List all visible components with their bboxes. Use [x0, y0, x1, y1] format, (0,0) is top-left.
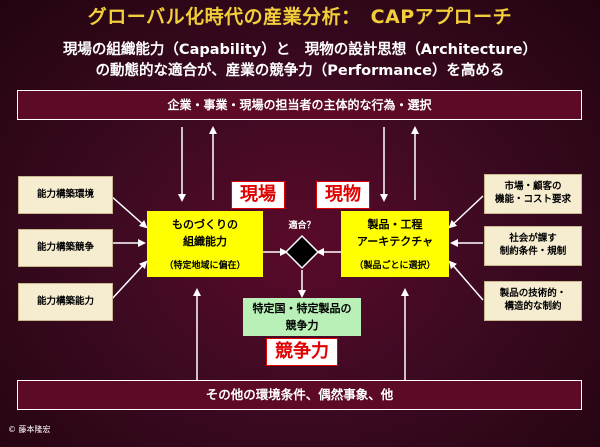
architecture-box: 製品・工程 アーキテクチャ （製品ごとに選択）: [341, 211, 449, 277]
subtitle-line-2: の動態的な適合が、産業の競争力（Performance）を高める: [95, 63, 505, 79]
capability-line1: ものづくりの: [172, 218, 238, 231]
right-factor-1-line1: 市場・顧客の: [504, 181, 562, 193]
left-factor-2: 能力構築競争: [18, 229, 113, 267]
copyright: © 藤本隆宏: [8, 425, 51, 434]
bottom-band: その他の環境条件、偶然事象、他: [17, 380, 582, 410]
arrow-left-3: [110, 260, 148, 301]
right-factor-2-line2: 制約条件・規制: [499, 246, 567, 257]
architecture-note: （製品ごとに選択）: [354, 261, 436, 271]
fit-label: 適合？: [288, 221, 316, 231]
right-factor-2-line1: 社会が課す: [509, 233, 557, 245]
right-factor-1: 市場・顧客の 機能・コスト要求: [484, 174, 582, 214]
right-factor-3-line2: 構造的な制約: [504, 301, 562, 312]
left-factor-1: 能力構築環境: [18, 176, 113, 214]
capability-box: ものづくりの 組織能力 （特定地域に偏在）: [147, 211, 263, 277]
left-factor-1-label: 能力構築環境: [36, 188, 94, 200]
left-factor-3-label: 能力構築能力: [36, 295, 94, 307]
performance-line2: 競争力: [285, 318, 319, 332]
arrow-right-3: [448, 260, 484, 301]
right-factor-1-line2: 機能・コスト要求: [494, 194, 571, 205]
label-genbutsu: 現物: [316, 181, 370, 209]
right-factor-3-line1: 製品の技術的・: [499, 288, 567, 300]
left-factor-2-label: 能力構築競争: [36, 241, 94, 253]
fit-diamond: [284, 234, 320, 270]
right-factor-2: 社会が課す 制約条件・規制: [484, 226, 582, 266]
arrow-left-1: [110, 195, 148, 229]
architecture-line2: アーキテクチャ: [356, 234, 434, 248]
capability-line2: 組織能力: [183, 234, 227, 248]
label-genba: 現場: [231, 181, 285, 209]
capability-note: （特定地域に偏在）: [164, 261, 246, 271]
top-band: 企業・事業・現場の担当者の主体的な行為・選択: [17, 90, 582, 120]
right-factor-3: 製品の技術的・ 構造的な制約: [484, 281, 582, 321]
performance-line1: 特定国・特定製品の: [252, 302, 352, 315]
label-kyousouryoku: 競争力: [266, 338, 338, 366]
page-title: グローバル化時代の産業分析： CAPアプローチ: [87, 6, 513, 28]
arrow-right-1: [448, 195, 484, 229]
performance-box: 特定国・特定製品の 競争力: [243, 298, 361, 336]
subtitle-line-1: 現場の組織能力（Capability）と 現物の設計思想（Architectur…: [62, 42, 538, 58]
left-factor-3: 能力構築能力: [18, 283, 113, 321]
architecture-line1: 製品・工程: [367, 218, 423, 231]
